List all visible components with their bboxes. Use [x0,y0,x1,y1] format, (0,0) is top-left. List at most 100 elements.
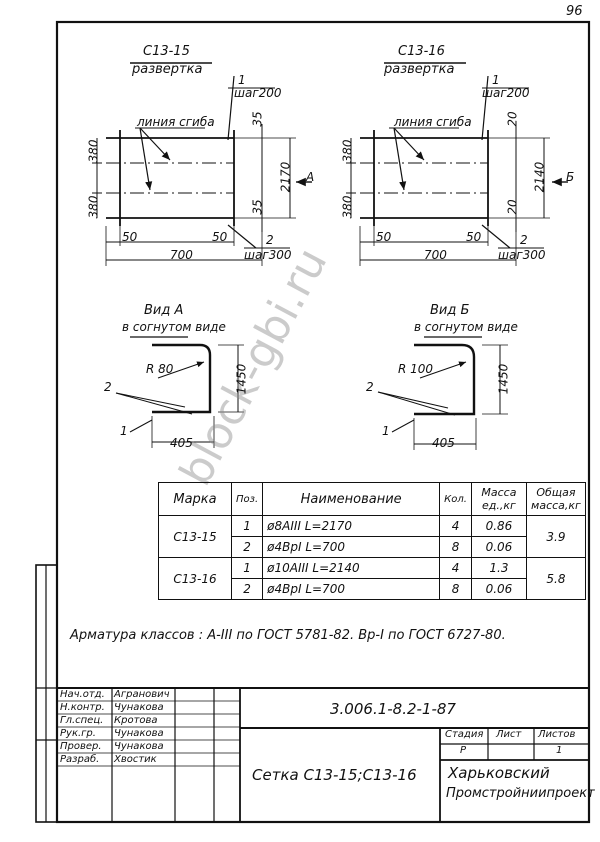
signer-name: Чунакова [114,702,164,713]
role-label: Гл.спец. [60,715,104,726]
page-number: 96 [566,4,583,19]
left-dim-height: 2170 [278,161,293,193]
left-pos2-label: 2 [266,233,274,247]
mark-cell: С13-16 [158,557,232,600]
role-label: Рук.гр. [60,728,96,739]
right-view-arrow: Б [566,170,575,184]
signer-name: Кротова [114,715,158,726]
org-name-line2: Промстройниипроект [446,786,595,801]
left-step2-label: шаг300 [244,248,292,262]
header-qty: Кол. [439,482,472,516]
roles-column: Нач.отд. Н.контр. Гл.спец. Рук.гр. Прове… [60,688,105,766]
mass-cell: 0.86 [470,515,527,537]
table-row: 2 ø4ВрI L=700 8 0.06 [159,578,586,600]
view-a-width: 405 [170,436,193,450]
view-b-pos2: 2 [366,380,374,394]
right-dim-top-right: 20 [505,111,520,127]
right-title: С13-16 [398,44,445,59]
view-b-pos1: 1 [382,424,390,438]
qty-cell: 8 [439,578,472,600]
left-dim-bottom-left: 380 [86,195,101,219]
signer-name: Чунакова [114,728,164,739]
pos-cell: 2 [230,536,264,558]
role-label: Н.контр. [60,702,105,713]
stage-value: Р [460,745,467,756]
role-label: Провер. [60,741,102,752]
view-a-drawing [115,336,244,448]
table-row: С13-16 1 ø10АIII L=2140 4 1.3 5.8 [158,557,586,600]
right-subtitle: развертка [384,62,455,77]
view-b-width: 405 [432,436,455,450]
mesh-right [346,62,568,266]
view-b-subtitle: в согнутом виде [414,320,518,334]
header-total-mass: Общая масса,кг [525,482,586,516]
view-a-subtitle: в согнутом виде [122,320,226,334]
left-subtitle: развертка [132,62,203,77]
qty-cell: 8 [439,536,472,558]
left-bend-line-label: линия сгиба [137,115,215,129]
left-dim-left-margin: 50 [122,230,138,244]
specification-table: Марка Поз. Наименование Кол. Масса ед.,к… [158,482,586,600]
right-dim-right-margin: 50 [466,230,482,244]
role-label: Разраб. [60,754,100,765]
role-label: Нач.отд. [60,689,105,700]
title-block-grid [57,687,589,822]
name-cell: ø10АIII L=2140 [262,557,441,579]
right-dim-height: 2140 [532,161,547,193]
signer-name: Хвостик [114,754,157,765]
view-b-radius: R 100 [398,362,434,376]
pos-cell: 2 [230,578,264,600]
mass-cell: 1.3 [470,557,527,579]
mass-cell: 0.06 [470,578,527,600]
doc-title: Сетка С13-15;С13-16 [252,766,417,784]
right-dim-top-left: 380 [340,139,355,163]
left-view-arrow: А [306,170,315,184]
header-unit-mass: Масса ед.,кг [470,482,527,516]
sheets-label: Листов [538,729,576,740]
stage-label: Стадия [445,729,484,740]
mesh-left [92,62,312,266]
view-a-pos2: 2 [104,380,112,394]
name-cell: ø4ВрI L=700 [262,536,441,558]
reinforcement-note: Арматура классов : А-III по ГОСТ 5781-82… [70,628,506,643]
signer-name: Агранович [114,689,170,700]
doc-code: 3.006.1-8.2-1-87 [330,700,456,718]
pos-cell: 1 [230,515,264,537]
table-row: С13-15 1 ø8АIII L=2170 4 0.86 3.9 [158,515,586,558]
mark-cell: С13-15 [158,515,232,558]
right-pos1-label: 1 [492,73,500,87]
names-column: Агранович Чунакова Кротова Чунакова Чуна… [114,688,170,766]
table-row: 2 ø4ВрI L=700 8 0.06 [159,536,586,558]
name-cell: ø8АIII L=2170 [262,515,441,537]
signer-name: Чунакова [114,741,164,752]
qty-cell: 4 [439,515,472,537]
right-pos2-label: 2 [520,233,528,247]
view-a-height: 1450 [234,363,249,395]
right-dim-left-margin: 50 [376,230,392,244]
header-pos: Поз. [230,482,264,516]
view-b-height: 1450 [496,363,511,395]
name-cell: ø4ВрI L=700 [262,578,441,600]
view-b-drawing [377,336,508,450]
header-mark: Марка [158,482,232,516]
pos-cell: 1 [230,557,264,579]
left-title: С13-15 [143,44,190,59]
view-b-title: Вид Б [430,303,470,318]
sheet-label: Лист [496,729,522,740]
header-name: Наименование [262,482,441,516]
right-bend-line-label: линия сгиба [394,115,472,129]
sheets-value: 1 [556,745,563,756]
left-dim-width: 700 [170,248,193,262]
left-pos1-label: 1 [238,73,246,87]
mass-cell: 0.06 [470,536,527,558]
right-dim-bottom-right: 20 [505,199,520,215]
left-dim-top-right: 35 [250,111,265,127]
right-dim-width: 700 [424,248,447,262]
spec-header-row: Марка Поз. Наименование Кол. Масса ед.,к… [158,482,586,516]
right-step1-label: шаг200 [482,86,530,100]
right-step2-label: шаг300 [498,248,546,262]
total-cell: 3.9 [525,515,586,558]
qty-cell: 4 [439,557,472,579]
view-a-pos1: 1 [120,424,128,438]
left-dim-top-left: 380 [86,139,101,163]
